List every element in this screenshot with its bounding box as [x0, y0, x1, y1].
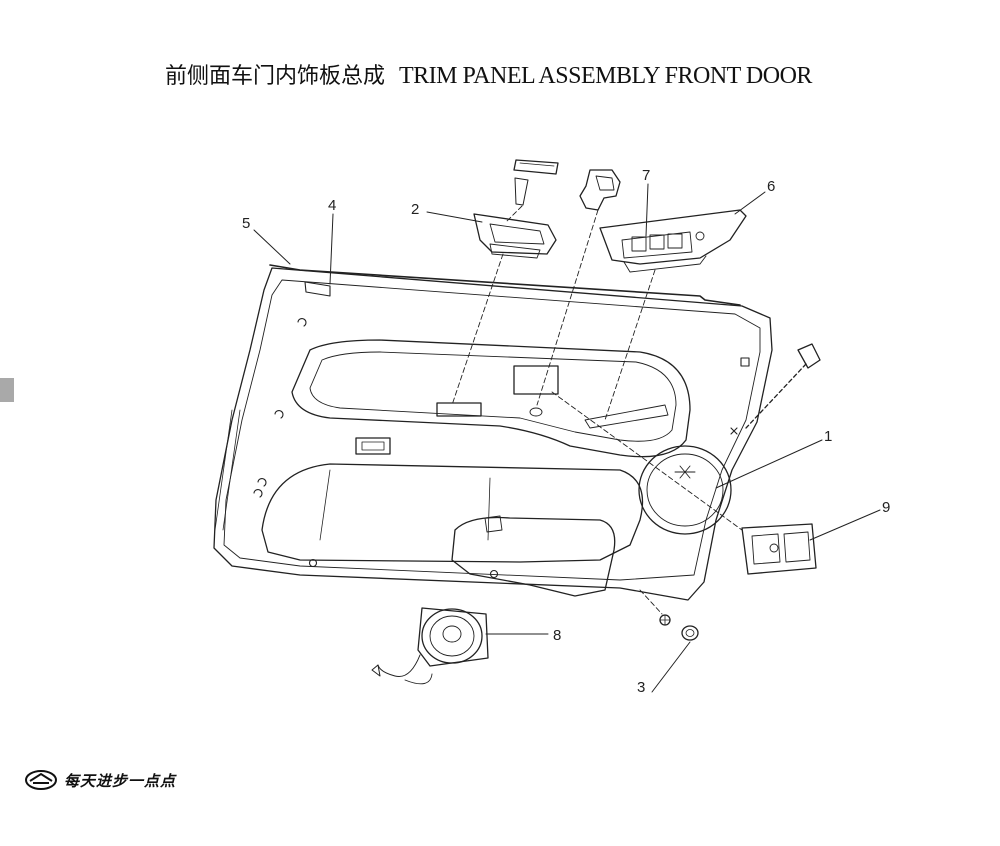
panel-clip-marks: [253, 281, 750, 579]
screw-hole: [529, 407, 543, 417]
part-2-switch-bezel: [473, 159, 559, 259]
footer-slogan: 每天进步一点点: [64, 771, 177, 790]
part-6-switch-panel: [599, 209, 747, 273]
callout-9: 9: [882, 499, 890, 516]
callout-4: 4: [328, 197, 336, 214]
callout-2: 2: [411, 201, 419, 218]
wire-connector: [745, 343, 821, 429]
handle-opening: [513, 365, 559, 395]
title-chinese: 前侧面车门内饰板总成: [165, 64, 386, 89]
brand-logo-icon: [25, 770, 57, 790]
callout-6: 6: [767, 178, 775, 195]
title-english: TRIM PANEL ASSEMBLY FRONT DOOR: [399, 63, 812, 89]
callout-3: 3: [637, 679, 645, 696]
window-switch-mount: [436, 402, 482, 417]
speaker-grille: [638, 445, 732, 535]
assembly-lines: [451, 205, 743, 615]
part-9-handle-cover: [741, 523, 817, 575]
armrest-upper-pocket: [291, 339, 691, 458]
part-3-clips: [659, 614, 699, 641]
side-page-tab: [0, 378, 14, 402]
part-door-latch: [579, 169, 621, 211]
callout-8: 8: [553, 627, 561, 644]
callout-1: 1: [824, 428, 832, 445]
page-title: 前侧面车门内饰板总成 TRIM PANEL ASSEMBLY FRONT DOOR: [165, 58, 812, 90]
part-8-speaker: [371, 607, 489, 685]
footer: 每天进步一点点: [24, 767, 176, 793]
lower-map-pocket: [261, 463, 644, 597]
callout-7: 7: [642, 167, 650, 184]
callout-leaders: [253, 183, 881, 693]
door-trim-panel: [213, 264, 773, 601]
callout-5: 5: [242, 215, 250, 232]
lamp-opening: [355, 437, 391, 455]
